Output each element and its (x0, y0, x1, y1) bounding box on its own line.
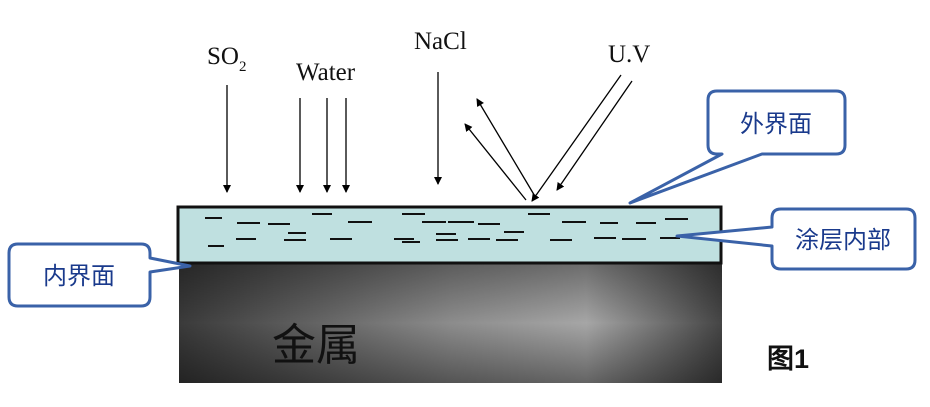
uv-reflected-arrow-2 (464, 123, 527, 201)
uv-incident-arrow-2 (556, 80, 633, 191)
water-label: Water (296, 59, 356, 86)
callout-outer-interface: 外界面 (628, 89, 847, 205)
uv-reflected-arrow-1 (476, 98, 537, 199)
so2-label: SO2 (207, 43, 246, 75)
coating-dashes (205, 213, 688, 247)
uv-incident-arrow-1 (531, 74, 622, 202)
inner-interface-label: 内界面 (43, 263, 115, 290)
metal-substrate (179, 263, 722, 383)
outer-interface-label: 外界面 (740, 111, 812, 138)
figure-caption: 图1 (767, 344, 809, 374)
metal-label: 金属 (272, 321, 360, 370)
nacl-label: NaCl (414, 28, 467, 55)
incoming-arrows (223, 72, 633, 202)
callout-inner-interface: 内界面 (7, 242, 192, 308)
callout-coating-interior: 涂层内部 (675, 207, 917, 271)
uv-label: U.V (608, 41, 650, 68)
coating-interior-label: 涂层内部 (795, 227, 891, 254)
